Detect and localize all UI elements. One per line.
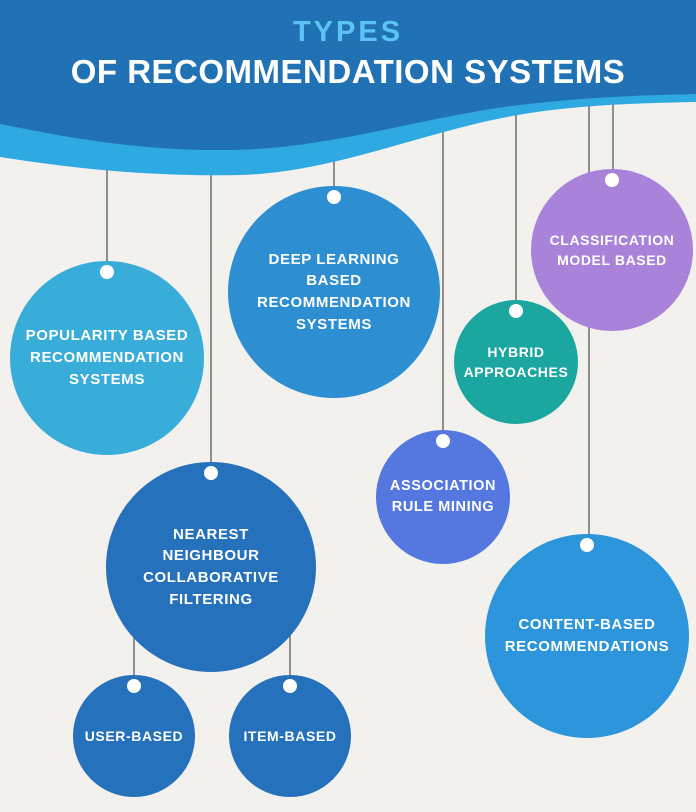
node-popularity-based: POPULARITY BASED RECOMMENDATION SYSTEMS [10, 261, 204, 455]
node-deep-learning-based: DEEP LEARNING BASED RECOMMENDATION SYSTE… [228, 186, 440, 398]
node-label: ASSOCIATION RULE MINING [389, 477, 497, 515]
node-label: CLASSIFICATION MODEL BASED [549, 231, 675, 268]
hanger-hole-dot [283, 679, 297, 693]
node-label: CONTENT-BASED RECOMMENDATIONS [504, 616, 670, 655]
node-nearest-neighbour-collaborative-filtering: NEAREST NEIGHBOUR COLLABORATIVE FILTERIN… [106, 462, 316, 672]
node-content-based-recommendations: CONTENT-BASED RECOMMENDATIONS [485, 534, 689, 738]
node-user-based: USER-BASED [73, 675, 195, 797]
hanger-hole-dot [580, 538, 594, 552]
node-classification-model-based: CLASSIFICATION MODEL BASED [531, 169, 693, 331]
hanger-hole-dot [509, 304, 523, 318]
node-label: DEEP LEARNING BASED RECOMMENDATION SYSTE… [257, 250, 411, 333]
hanger-hole-dot [327, 190, 341, 204]
hanger-hole-dot [605, 173, 619, 187]
node-label: POPULARITY BASED RECOMMENDATION SYSTEMS [25, 327, 189, 388]
hanger-hole-dot [204, 466, 218, 480]
page-title: OF RECOMMENDATION SYSTEMS [70, 53, 626, 90]
title-accent: TYPES [292, 16, 404, 48]
node-label: HYBRID APPROACHES [463, 343, 569, 380]
node-association-rule-mining: ASSOCIATION RULE MINING [376, 430, 510, 564]
node-label: USER-BASED [84, 727, 184, 744]
node-hybrid-approaches: HYBRID APPROACHES [454, 300, 578, 424]
hanger-hole-dot [127, 679, 141, 693]
node-item-based: ITEM-BASED [229, 675, 351, 797]
hanger-hole-dot [436, 434, 450, 448]
header-wave [0, 0, 696, 176]
node-label: NEAREST NEIGHBOUR COLLABORATIVE FILTERIN… [143, 525, 279, 608]
header: TYPES OF RECOMMENDATION SYSTEMS [0, 0, 696, 91]
node-label: ITEM-BASED [243, 727, 337, 744]
hanger-hole-dot [100, 265, 114, 279]
